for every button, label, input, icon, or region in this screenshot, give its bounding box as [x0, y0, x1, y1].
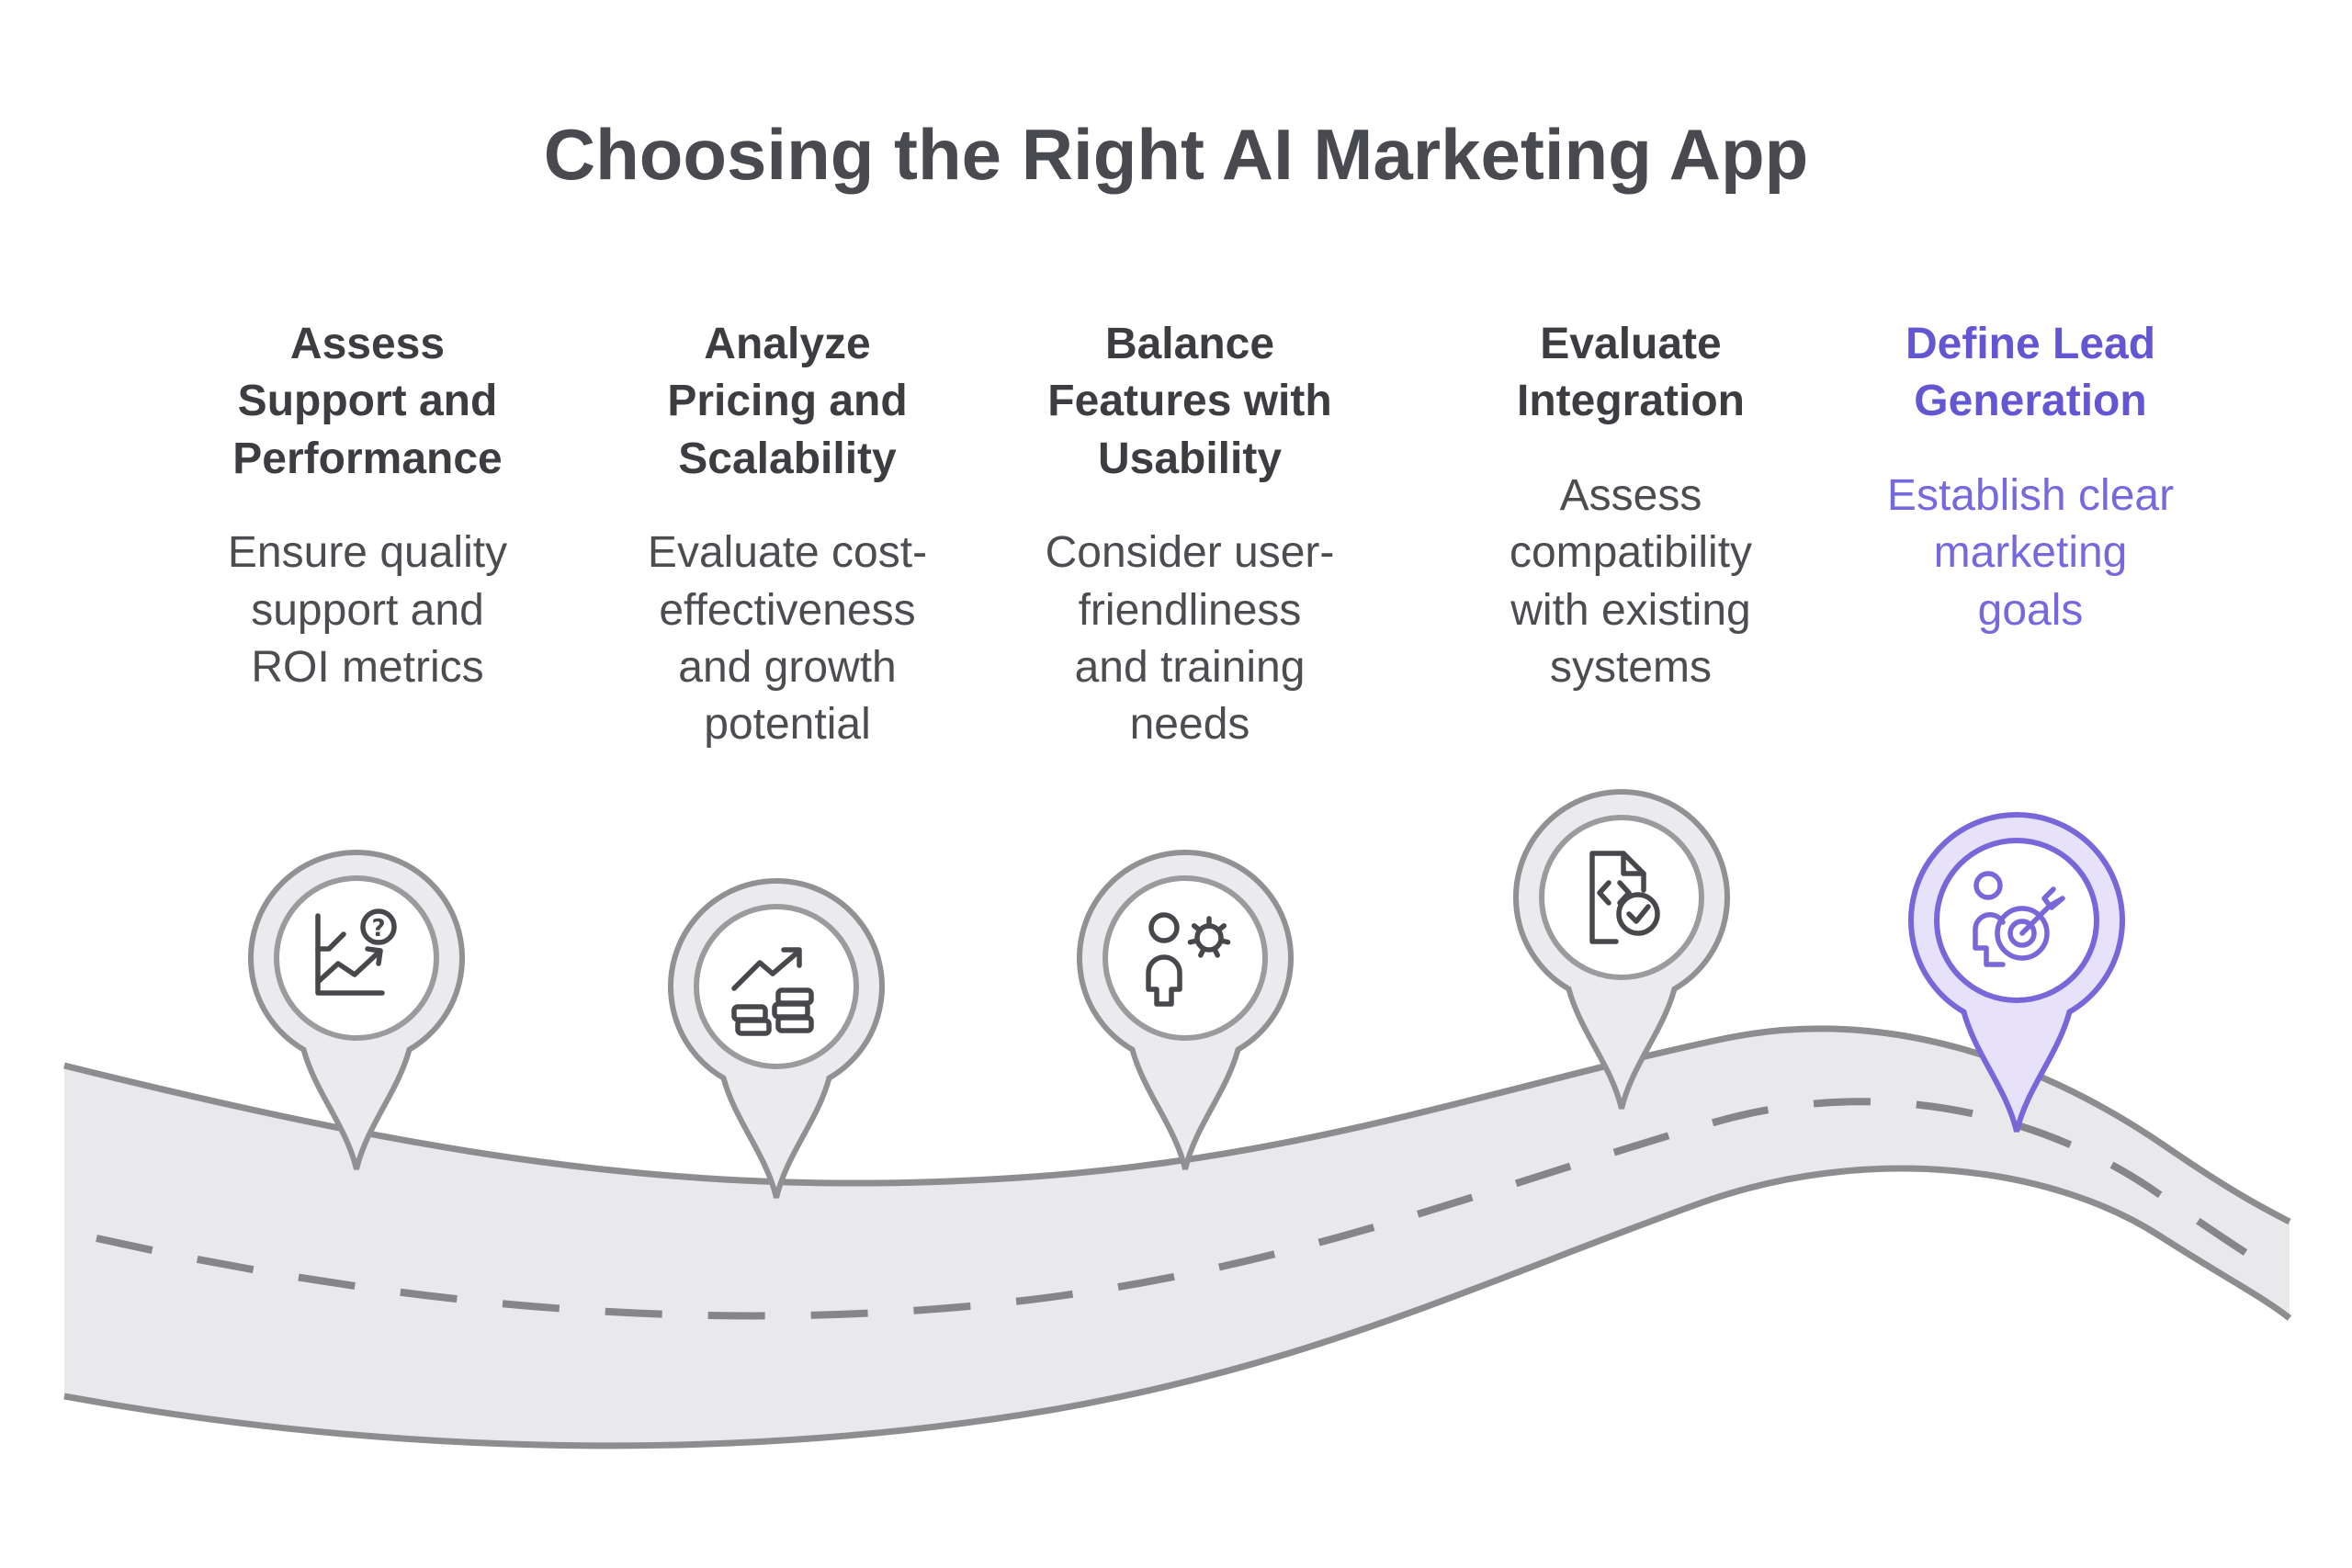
- person-gear-icon: [1146, 912, 1231, 1007]
- step-column-pricing-scalability: Analyze Pricing and Scalability Evaluate…: [567, 316, 1008, 754]
- coins-growth-icon: [731, 947, 814, 1036]
- step-column-features-usability: Balance Features with Usability Consider…: [969, 316, 1410, 754]
- step-heading: Define Lead Generation: [1905, 320, 2156, 426]
- step-description: Consider user- friendliness and training…: [1045, 528, 1335, 750]
- pin-shape: [1908, 812, 2125, 1133]
- road-center-dashed-line: [96, 1098, 2279, 1320]
- step-column-integration: Evaluate Integration Assess compatibilit…: [1410, 316, 1851, 696]
- map-pin-pricing-scalability: [662, 874, 891, 1205]
- road-surface: [64, 1028, 2290, 1446]
- road-bottom-edge: [63, 1165, 2292, 1450]
- pin-shape: [668, 878, 885, 1199]
- map-pin-integration: [1507, 785, 1736, 1116]
- step-column-lead-generation: Define Lead Generation Establish clear m…: [1810, 316, 2251, 639]
- chart-question-icon: ?: [315, 908, 397, 996]
- step-description: Assess compatibility with existing syste…: [1509, 470, 1753, 692]
- step-column-assess-support: Assess Support and Performance Ensure qu…: [147, 316, 588, 696]
- step-heading: Analyze Pricing and Scalability: [667, 320, 908, 483]
- pin-shape: [1513, 789, 1730, 1110]
- pin-shape: [1077, 850, 1294, 1170]
- map-pin-assess-support: ?: [242, 846, 471, 1177]
- map-pin-features-usability: [1070, 846, 1300, 1177]
- road-top-edge: [63, 1025, 2291, 1225]
- pin-shape: ?: [248, 850, 465, 1170]
- step-heading: Evaluate Integration: [1517, 320, 1745, 426]
- step-heading: Balance Features with Usability: [1047, 320, 1332, 483]
- page-title: Choosing the Right AI Marketing App: [543, 114, 1809, 195]
- map-pin-lead-generation: [1902, 808, 2132, 1139]
- svg-text:?: ?: [371, 915, 385, 942]
- step-description: Evaluate cost- effectiveness and growth …: [647, 528, 928, 750]
- person-target-icon: [1973, 871, 2065, 967]
- document-code-check-icon: [1589, 851, 1660, 944]
- step-description: Establish clear marketing goals: [1886, 470, 2175, 635]
- step-heading: Assess Support and Performance: [232, 320, 503, 483]
- step-description: Ensure quality support and ROI metrics: [227, 528, 508, 692]
